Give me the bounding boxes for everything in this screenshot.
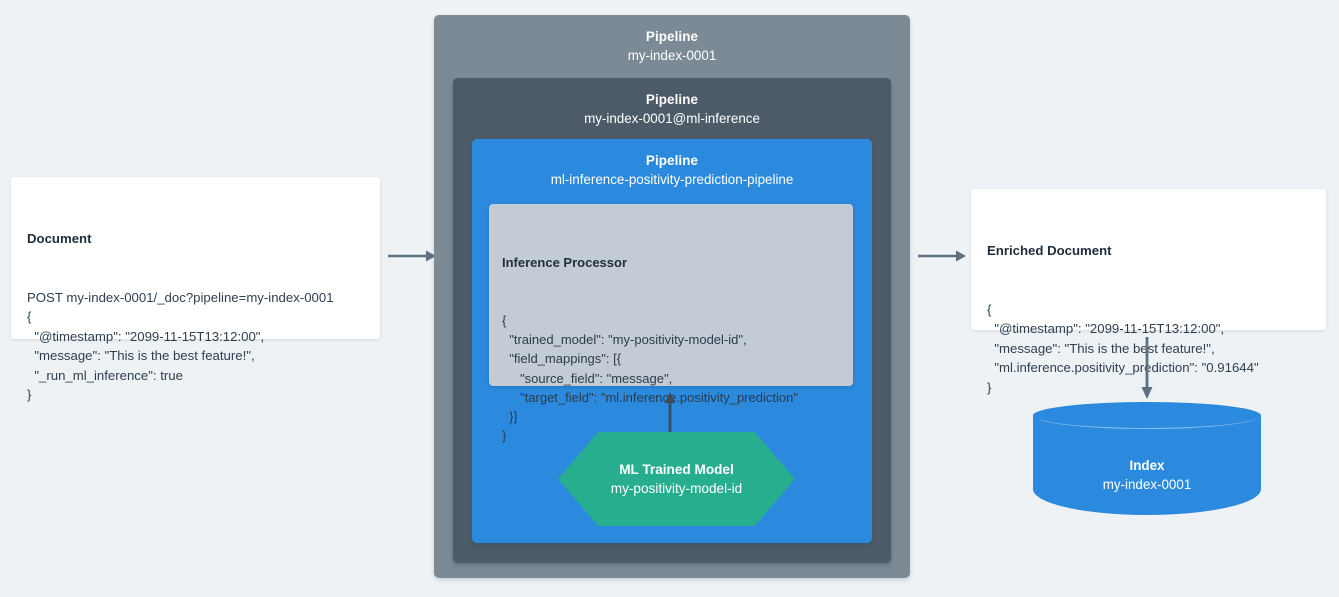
document-card: Document POST my-index-0001/_doc?pipelin… — [11, 177, 380, 402]
enriched-document-card: Enriched Document { "@timestamp": "2099-… — [971, 189, 1326, 395]
pipeline-inner-header: Pipeline ml-inference-positivity-predict… — [472, 139, 872, 190]
ml-trained-model-hexagon: ML Trained Model my-positivity-model-id — [558, 432, 795, 526]
index-cylinder: Index my-index-0001 — [1033, 402, 1261, 528]
index-cylinder-top — [1033, 402, 1261, 429]
pipeline-inner-label: Pipeline — [645, 153, 699, 168]
pipeline-middle-header: Pipeline my-index-0001@ml-inference — [453, 78, 891, 129]
ml-trained-model-name: my-positivity-model-id — [610, 480, 743, 496]
index-label: Index — [1129, 458, 1165, 473]
document-card-body: POST my-index-0001/_doc?pipeline=my-inde… — [27, 290, 334, 403]
index-cylinder-text: Index my-index-0001 — [1033, 456, 1261, 495]
pipeline-middle-box: Pipeline my-index-0001@ml-inference Pipe… — [453, 78, 891, 563]
inference-processor-body: { "trained_model": "my-positivity-model-… — [502, 313, 798, 444]
inference-processor-box: Inference Processor { "trained_model": "… — [489, 204, 853, 443]
arrow-enriched-document-to-index — [1140, 337, 1154, 399]
arrow-model-to-processor — [663, 392, 677, 432]
pipeline-inner-box: Pipeline ml-inference-positivity-predict… — [472, 139, 872, 543]
pipeline-outer-box: Pipeline my-index-0001 Pipeline my-index… — [434, 15, 910, 578]
pipeline-outer-label: Pipeline — [645, 29, 699, 44]
pipeline-middle-name: my-index-0001@ml-inference — [584, 111, 760, 126]
pipeline-middle-label: Pipeline — [645, 92, 699, 107]
enriched-document-title: Enriched Document — [987, 242, 1112, 258]
index-name: my-index-0001 — [1102, 477, 1192, 492]
index-cylinder-body — [1033, 415, 1261, 515]
pipeline-outer-header: Pipeline my-index-0001 — [434, 15, 910, 66]
pipeline-inner-name: ml-inference-positivity-prediction-pipel… — [550, 172, 794, 187]
arrow-document-to-pipeline — [388, 249, 436, 263]
arrow-pipeline-to-enriched-document — [918, 249, 966, 263]
document-card-title: Document — [27, 230, 92, 246]
ml-trained-model-label: ML Trained Model — [619, 461, 734, 477]
pipeline-outer-name: my-index-0001 — [627, 48, 717, 63]
inference-processor-title: Inference Processor — [502, 255, 628, 271]
